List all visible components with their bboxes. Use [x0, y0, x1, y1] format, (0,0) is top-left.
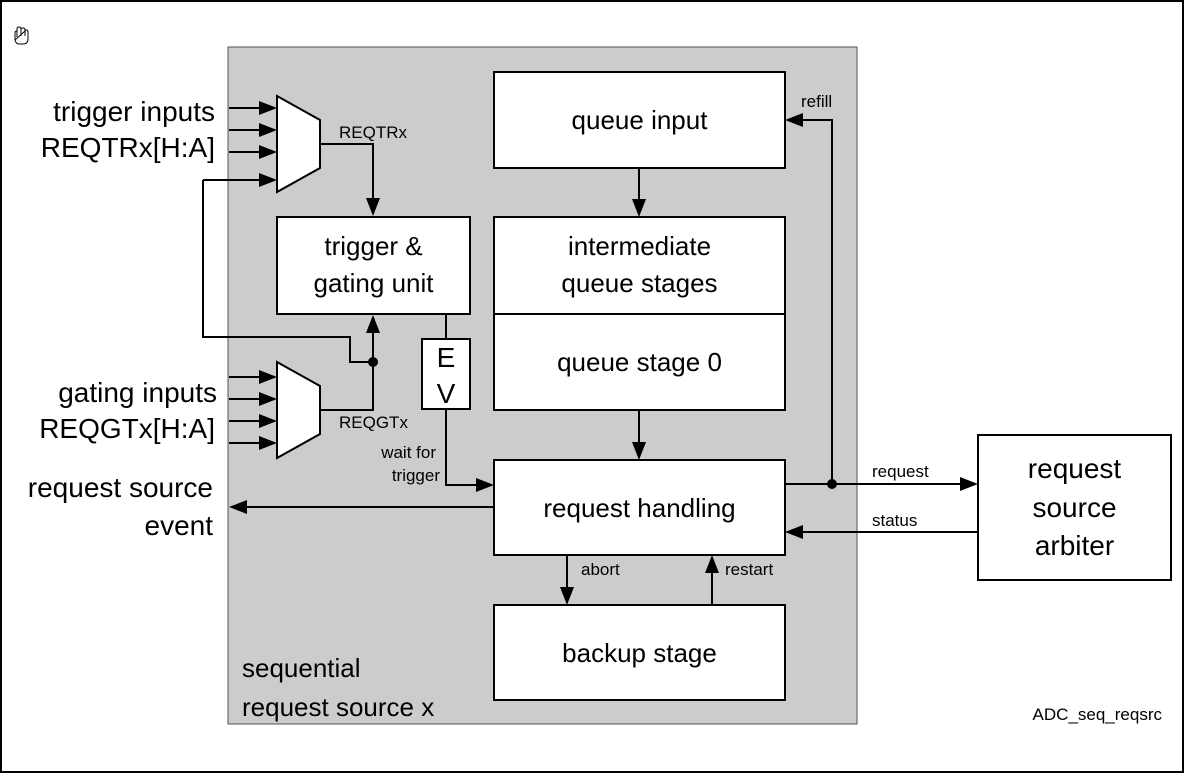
- wait-for-label-line1: wait for: [380, 443, 436, 462]
- status-arrowhead: [785, 525, 803, 539]
- intermediate-label-line2: queue stages: [561, 268, 717, 298]
- queue-input-down-arrowhead: [632, 199, 646, 217]
- reqgtx-range-label: REQGTx[H:A]: [39, 413, 215, 444]
- trigger-mux: [276, 94, 321, 194]
- arbiter-label-line2: source: [1032, 492, 1116, 523]
- reqgt-signal-label: REQGTx: [339, 413, 408, 432]
- intermediate-stages-block: [493, 216, 786, 315]
- refill-label: refill: [801, 92, 832, 111]
- refill-arrowhead: [785, 113, 803, 127]
- gating-mux: [276, 360, 321, 460]
- backup-stage-block: [493, 604, 786, 701]
- queue-stage0-label: queue stage 0: [557, 347, 722, 377]
- event-label-line1: request source: [28, 472, 213, 503]
- hand-cursor-icon: [14, 26, 29, 45]
- gating-junction-dot: [368, 357, 378, 367]
- queue-input-label: queue input: [572, 105, 709, 135]
- request-arrowhead: [960, 477, 978, 491]
- reqtrx-range-label: REQTRx[H:A]: [41, 132, 215, 163]
- trigger-gating-block: [276, 216, 471, 315]
- stage0-down-arrowhead: [632, 442, 646, 460]
- abort-arrowhead: [560, 587, 574, 605]
- trigger-gating-label-line2: gating unit: [314, 268, 435, 298]
- reqtr-arrowhead: [366, 198, 380, 216]
- queue-input-block: [493, 71, 786, 169]
- request-handling-label: request handling: [543, 493, 735, 523]
- container-label-line1: sequential: [242, 653, 361, 683]
- status-label: status: [872, 511, 917, 530]
- request-handling-block: [493, 459, 786, 556]
- wait-trigger-arrowhead: [476, 478, 494, 492]
- trigger-input-arrows: [203, 101, 277, 187]
- trigger-inputs-label: trigger inputs: [53, 96, 215, 127]
- trigger-gating-label-line1: trigger &: [324, 231, 422, 261]
- refill-wire: [801, 119, 833, 484]
- backup-stage-label: backup stage: [562, 638, 717, 668]
- queue-stage0-block: [493, 313, 786, 411]
- event-label-line2: event: [145, 510, 214, 541]
- intermediate-label-line1: intermediate: [568, 231, 711, 261]
- arbiter-block: [977, 434, 1172, 581]
- restart-label: restart: [725, 560, 773, 579]
- arbiter-label-line3: arbiter: [1035, 530, 1114, 561]
- container-label-line2: request source x: [242, 692, 434, 722]
- abort-label: abort: [581, 560, 620, 579]
- ev-label-e: E: [437, 342, 456, 373]
- gating-feedback-wire: [202, 180, 373, 363]
- request-label: request: [872, 462, 929, 481]
- figure-id-label: ADC_seq_reqsrc: [1033, 705, 1163, 724]
- ev-label-v: V: [437, 378, 456, 409]
- wait-trigger-wire: [445, 409, 478, 486]
- arbiter-label-line1: request: [1028, 453, 1122, 484]
- reqgt-arrowhead: [366, 315, 380, 333]
- restart-arrowhead: [705, 555, 719, 573]
- reqtr-signal-label: REQTRx: [339, 123, 408, 142]
- reqtr-wire: [320, 143, 374, 200]
- wait-for-label-line2: trigger: [392, 466, 441, 485]
- gating-inputs-label: gating inputs: [58, 377, 217, 408]
- gating-input-arrows: [229, 370, 277, 450]
- event-arrowhead: [229, 500, 247, 514]
